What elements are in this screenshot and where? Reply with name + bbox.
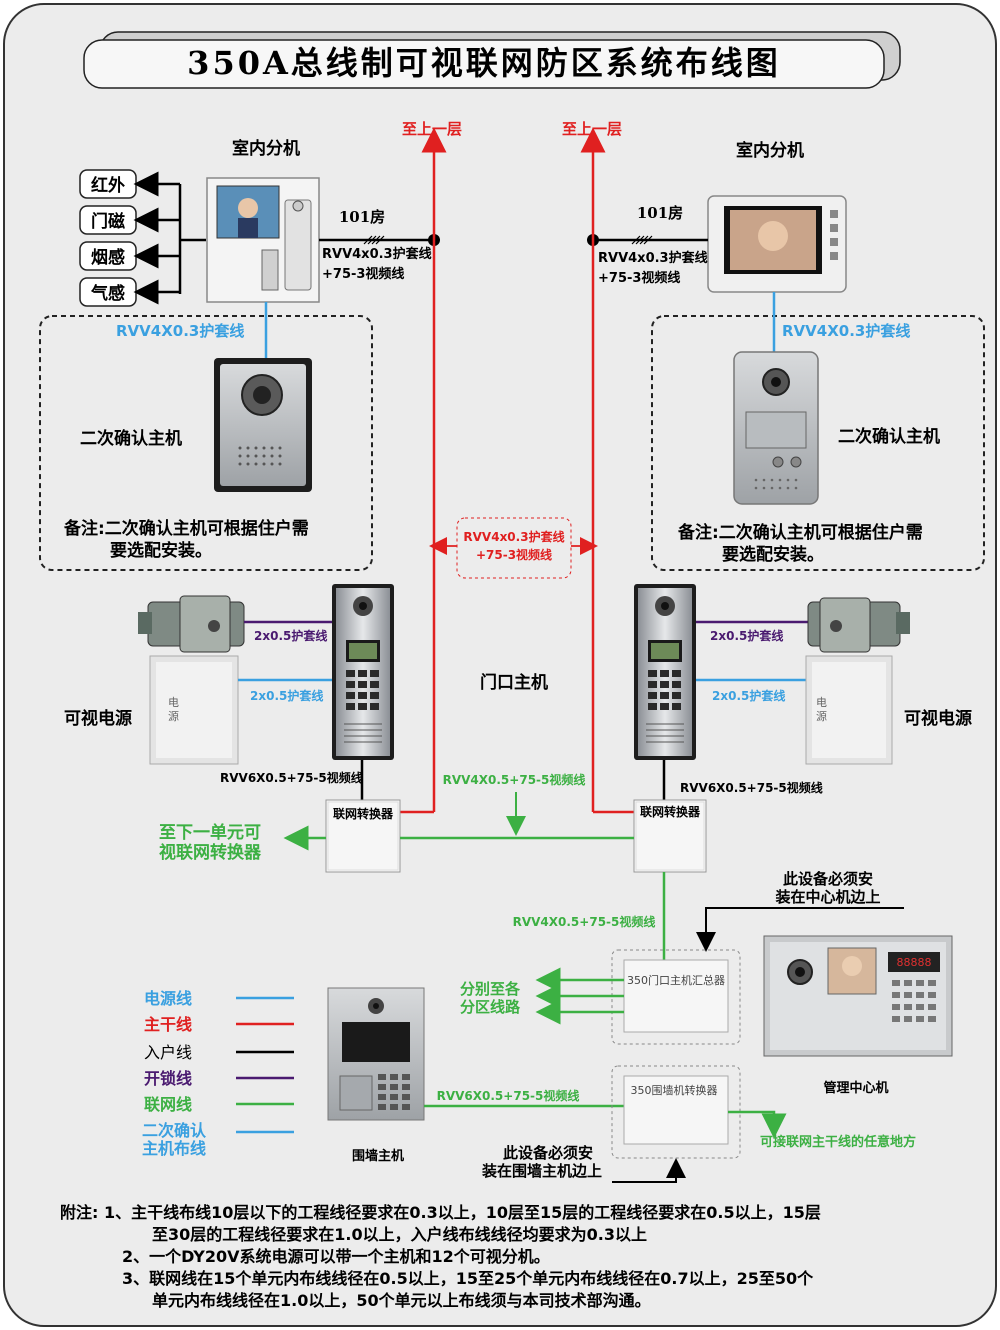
legend-host-wiring: 主机布线: [142, 1139, 206, 1158]
legend-entry: 入户线: [144, 1043, 192, 1062]
left-note-1: 备注:二次确认主机可根据住户需: [63, 518, 309, 539]
door-host-hub: [623, 959, 729, 1033]
legend-unlock: 开锁线: [144, 1069, 192, 1088]
connect-note: 可接联网主干线的任意地方: [760, 1134, 916, 1150]
right-cable-1: RVV4x0.3护套线: [598, 250, 708, 266]
svg-text:源: 源: [168, 709, 179, 723]
right-door-cable: RVV6X0.5+75-5视频线: [680, 780, 823, 795]
svg-text:88888: 88888: [897, 956, 932, 969]
svg-text:电: 电: [816, 696, 827, 709]
right-room-label: 101房: [637, 204, 683, 222]
left-confirm-host: [214, 358, 312, 492]
left-indoor-monitor: [206, 177, 320, 303]
page-title: 350A总线制可视联网防区系统布线图: [187, 44, 781, 82]
network-cable-label: RVV4X0.5+75-5视频线: [443, 772, 586, 787]
right-optional-box: [651, 315, 985, 571]
right-power-supply: 电源: [805, 655, 893, 765]
legend-network: 联网线: [144, 1095, 192, 1114]
legend: 电源线 主干线 入户线 开锁线 联网线 二次确认 主机布线: [142, 989, 294, 1158]
left-indoor-label: 室内分机: [232, 138, 300, 159]
center-cable-1: RVV4x0.3护套线: [463, 529, 564, 544]
right-converter-label: 联网转换器: [640, 804, 701, 819]
left-confirm-cable: RVV4X0.3护套线: [116, 322, 244, 340]
note-line-3: 2、一个DY20V系统电源可以带一个主机和12个可视分机。: [122, 1247, 550, 1266]
next-unit-label-2: 视联网转换器: [159, 842, 262, 863]
right-indoor-label: 室内分机: [736, 140, 804, 161]
title-banner: 350A总线制可视联网防区系统布线图: [83, 31, 901, 89]
right-electric-lock: [807, 597, 910, 653]
left-power-label: 可视电源: [64, 708, 132, 729]
door-host-label: 门口主机: [480, 672, 548, 693]
left-cable-1: RVV4x0.3护套线: [322, 246, 432, 262]
left-electric-lock: [138, 595, 245, 653]
wall-note-1: 此设备必须安: [503, 1144, 593, 1162]
left-power-cable: 2x0.5护套线: [250, 688, 323, 703]
right-confirm-host: [733, 351, 819, 505]
left-confirm-label: 二次确认主机: [80, 428, 182, 449]
left-door-cable: RVV6X0.5+75-5视频线: [220, 770, 363, 785]
note-line-2: 至30层的工程线径要求在1.0以上，入户线布线线径均要求为0.3以上: [152, 1225, 647, 1244]
wall-cable-label: RVV6X0.5+75-5视频线: [437, 1088, 580, 1103]
right-confirm-label: 二次确认主机: [838, 426, 940, 447]
wall-converter: [623, 1075, 729, 1145]
left-power-supply: 电源: [149, 655, 239, 765]
center-cable-2: +75-3视频线: [476, 547, 552, 562]
zones-label-2: 分区线路: [460, 998, 521, 1016]
note-line-4: 3、联网线在15个单元内布线线径在0.5以上，15至25个单元内布线线径在0.7…: [122, 1269, 814, 1288]
left-lock-cable: 2x0.5护套线: [254, 628, 327, 643]
right-note-1: 备注:二次确认主机可根据住户需: [677, 522, 923, 543]
wall-converter-label: 350围墙机转换器: [631, 1083, 718, 1097]
sensor-infrared: 红外: [91, 175, 125, 196]
left-network-converter: [325, 799, 401, 873]
zones-label-1: 分别至各: [460, 980, 521, 998]
note-line-5: 单元内布线线径在1.0以上，50个单元以上布线须与本司技术部沟通。: [152, 1291, 651, 1310]
svg-text:源: 源: [816, 709, 827, 723]
center-machine-label: 管理中心机: [823, 1080, 888, 1096]
right-cable-2: +75-3视频线: [598, 270, 680, 286]
sensor-smoke: 烟感: [91, 247, 125, 268]
right-door-host: [634, 584, 696, 760]
trunk-cable-label: RVV4X0.5+75-5视频线: [513, 914, 656, 929]
right-confirm-cable: RVV4X0.3护套线: [782, 322, 910, 340]
right-note-2: 要选配安装。: [722, 544, 824, 565]
right-power-cable: 2x0.5护套线: [712, 688, 785, 703]
background-panel: [3, 3, 997, 1327]
legend-confirm: 二次确认: [142, 1121, 207, 1140]
next-unit-label-1: 至下一单元可: [159, 822, 261, 843]
left-converter-label: 联网转换器: [333, 806, 394, 821]
left-optional-box: [39, 315, 373, 571]
center-note-2: 装在中心机边上: [774, 888, 880, 906]
wall-host: [327, 987, 425, 1121]
left-door-host: [332, 584, 394, 760]
sensor-gas: 气感: [90, 283, 125, 304]
center-note-1: 此设备必须安: [783, 870, 873, 888]
sensor-list-left: 红外 门磁 烟感 气感: [79, 169, 206, 307]
legend-power: 电源线: [144, 989, 192, 1008]
left-room-label: 101房: [339, 208, 385, 226]
svg-text:电: 电: [168, 696, 179, 709]
left-cable-2: +75-3视频线: [322, 266, 404, 282]
right-indoor-monitor: [707, 195, 847, 293]
right-up-floor: 至上一层: [562, 120, 622, 138]
note-line-1: 附注: 1、主干线布线10层以下的工程线径要求在0.3以上，10层至15层的工程…: [60, 1203, 821, 1222]
wall-host-label: 围墙主机: [352, 1148, 404, 1164]
right-network-converter: [633, 799, 707, 873]
footnotes: 附注: 1、主干线布线10层以下的工程线径要求在0.3以上，10层至15层的工程…: [60, 1203, 821, 1310]
legend-trunk: 主干线: [144, 1015, 192, 1034]
left-up-floor: 至上一层: [402, 120, 462, 138]
right-lock-cable: 2x0.5护套线: [710, 628, 783, 643]
left-note-2: 要选配安装。: [110, 540, 212, 561]
hub-label: 350门口主机汇总器: [627, 973, 725, 987]
right-power-label: 可视电源: [904, 708, 972, 729]
management-center-machine: 88888: [763, 935, 953, 1057]
wall-note-2: 装在围墙主机边上: [481, 1162, 602, 1180]
sensor-door-magnet: 门磁: [91, 211, 125, 232]
